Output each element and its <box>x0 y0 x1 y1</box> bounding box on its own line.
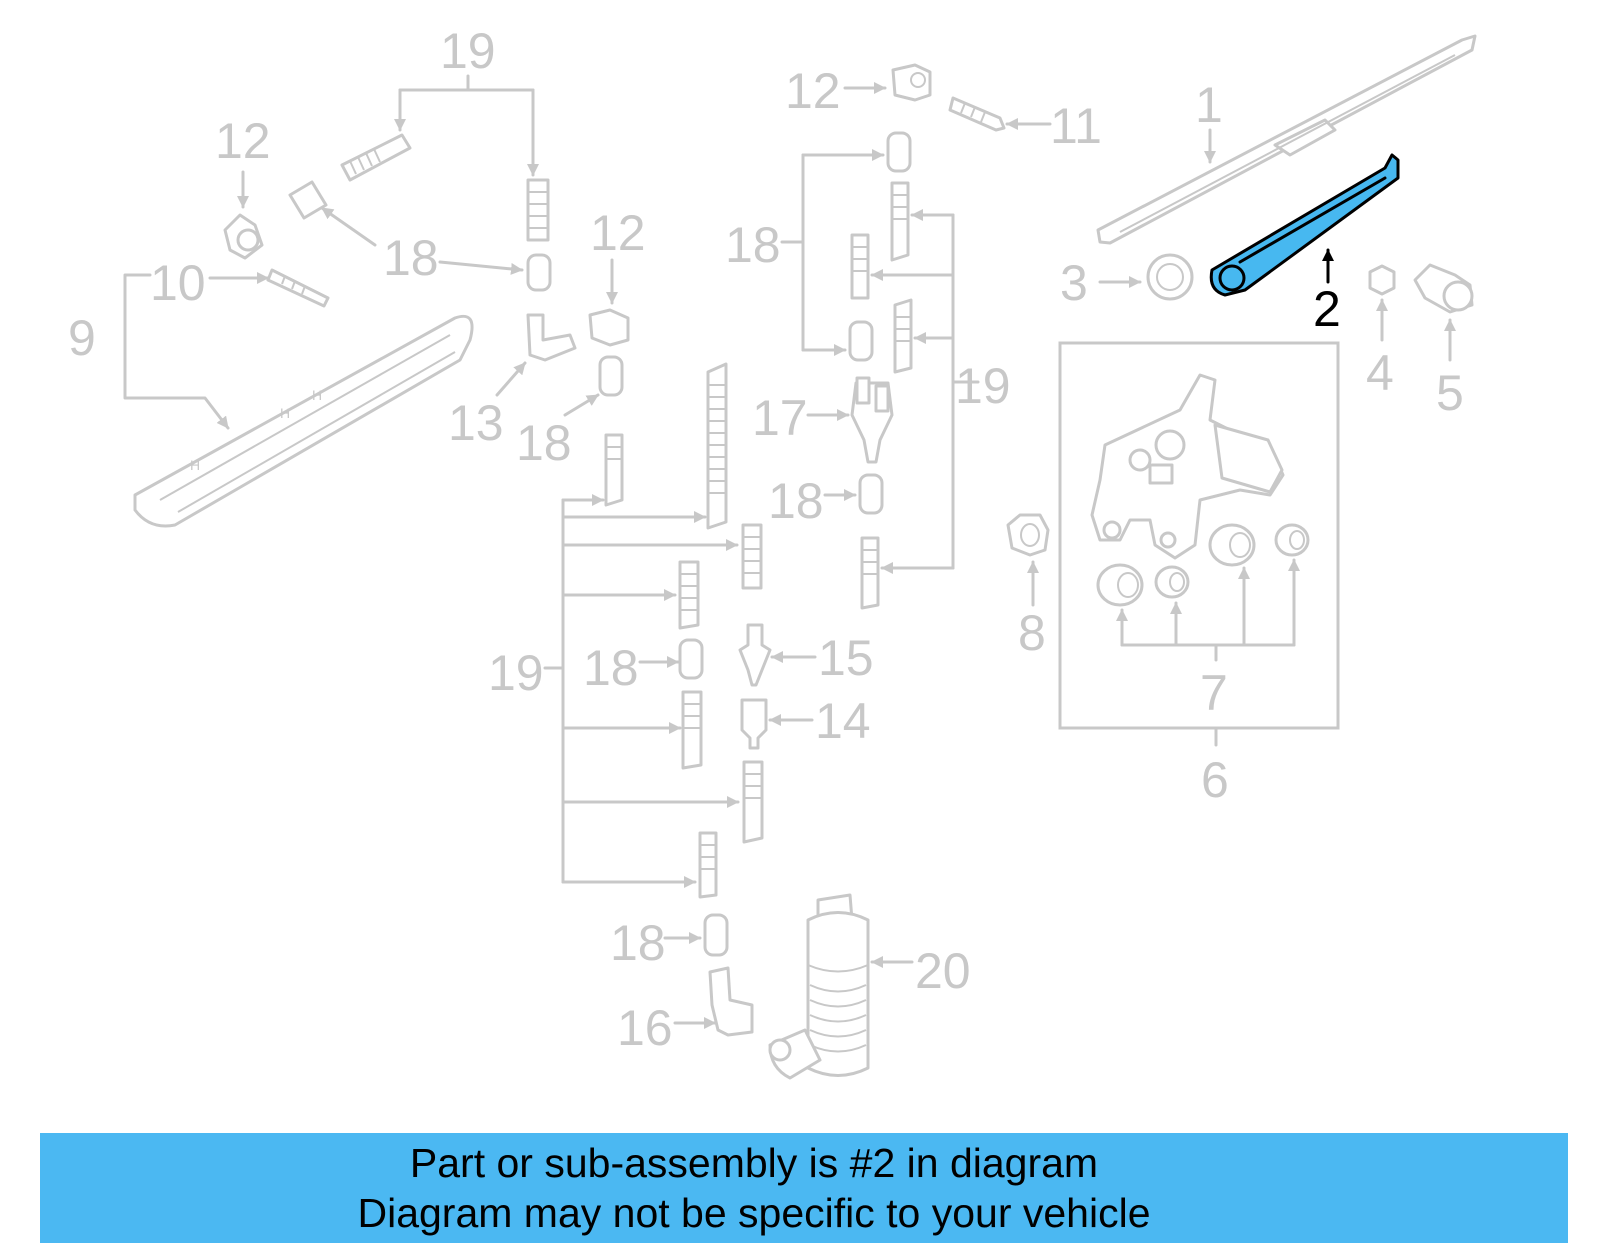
part-14-connector <box>740 698 768 750</box>
banner-line-2: Diagram may not be specific to your vehi… <box>357 1190 1151 1236</box>
banner-line-1: Part or sub-assembly is #2 in diagram <box>409 1140 1099 1186</box>
svg-text:H: H <box>312 387 322 403</box>
part-2-wiper-arm <box>1209 153 1400 297</box>
part-19-hose-c3 <box>893 298 913 374</box>
part-17-check-valve <box>850 376 894 464</box>
part-5-cover <box>1413 263 1474 314</box>
part-12-elbow-center <box>891 63 932 102</box>
part-15-valve <box>738 623 772 687</box>
part-18-connector-d <box>886 131 912 173</box>
callout-12-mid: 12 <box>590 205 646 261</box>
callout-8: 8 <box>1018 605 1046 661</box>
callout-18-lower: 18 <box>583 640 639 696</box>
callout-2: 2 <box>1313 281 1341 337</box>
part-1-wiper-blade <box>1096 34 1477 245</box>
svg-text:H: H <box>190 457 200 473</box>
callout-17: 17 <box>752 390 808 446</box>
callout-5: 5 <box>1436 365 1464 421</box>
part-6-wiper-motor <box>1090 373 1285 560</box>
callout-20: 20 <box>915 943 971 999</box>
info-banner: Part or sub-assembly is #2 in diagram Di… <box>40 1133 1568 1243</box>
part-12-elbow-left <box>223 213 264 260</box>
callout-16: 16 <box>617 1000 673 1056</box>
part-18-connector-g <box>678 638 704 680</box>
callout-19-lower: 19 <box>488 645 544 701</box>
part-19-hose-c4 <box>860 536 880 610</box>
part-20-washer-pump <box>768 893 870 1080</box>
part-19-hose-diag <box>340 133 412 182</box>
part-7-grommet-d <box>1274 523 1310 557</box>
callout-15: 15 <box>818 630 874 686</box>
callout-18-bottom: 18 <box>610 915 666 971</box>
part-6-box <box>1058 341 1340 730</box>
part-19-hose-l7 <box>698 831 718 899</box>
callout-18-top: 18 <box>383 230 439 286</box>
part-19-hose-vert <box>526 178 550 242</box>
part-19-hose-l1 <box>604 433 624 507</box>
part-18-connector-e <box>848 320 874 362</box>
part-19-hose-c1 <box>890 181 910 262</box>
part-10-nozzle <box>266 268 330 308</box>
svg-text:H: H <box>280 405 290 421</box>
callout-6: 6 <box>1201 752 1229 808</box>
part-12-elbow-mid <box>588 308 630 347</box>
part-19-hose-l2 <box>706 362 728 530</box>
callout-18-center-low: 18 <box>768 473 824 529</box>
callout-10: 10 <box>150 255 206 311</box>
part-13-tee <box>526 313 577 362</box>
part-18-connector-a <box>288 180 328 220</box>
part-8-nut <box>1006 513 1050 557</box>
callout-19-top: 19 <box>440 23 496 79</box>
part-7-grommet-c <box>1208 523 1256 567</box>
part-19-hose-l4 <box>678 560 700 630</box>
part-7-grommet-a <box>1096 563 1144 607</box>
part-18-connector-f <box>858 473 884 515</box>
callout-11: 11 <box>1050 98 1102 154</box>
part-4-nut <box>1368 264 1396 296</box>
callout-7: 7 <box>1200 665 1228 721</box>
callout-18-center: 18 <box>725 217 781 273</box>
callout-19-center: 19 <box>955 358 1011 414</box>
part-19-hose-c2 <box>850 233 870 300</box>
part-18-connector-b <box>526 253 552 292</box>
callout-4: 4 <box>1366 345 1394 401</box>
part-18-connector-c <box>598 355 624 397</box>
callout-13: 13 <box>448 395 504 451</box>
callout-1: 1 <box>1195 77 1223 133</box>
callout-9: 9 <box>68 310 96 366</box>
part-9-cowl-trim: H H H <box>133 314 474 528</box>
part-19-hose-l3 <box>741 523 763 590</box>
part-3-cap <box>1146 253 1194 301</box>
part-19-hose-l6 <box>742 760 764 844</box>
part-7-grommet-b <box>1154 565 1190 599</box>
part-16-elbow <box>708 966 754 1037</box>
callout-12-center: 12 <box>785 63 841 119</box>
callout-12-left: 12 <box>215 113 271 169</box>
part-18-connector-h <box>703 913 729 957</box>
part-19-hose-l5 <box>681 690 703 770</box>
callout-3: 3 <box>1060 255 1088 311</box>
callout-14: 14 <box>815 693 871 749</box>
part-11-nozzle <box>948 96 1006 132</box>
callout-18-left: 18 <box>516 415 572 471</box>
